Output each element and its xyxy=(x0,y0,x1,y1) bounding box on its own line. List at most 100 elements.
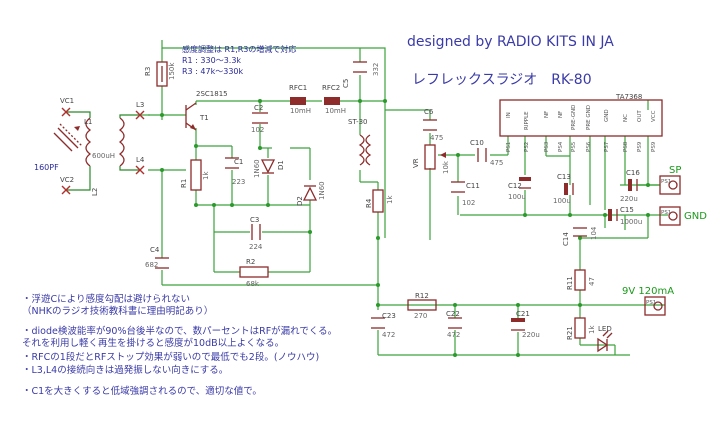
label-c2-ref: C2 xyxy=(254,104,263,112)
ic-pin-num: PS9 xyxy=(651,141,657,152)
ic-ta7368 xyxy=(499,99,663,137)
label-r2-ref: R2 xyxy=(246,258,255,266)
label-c11-ref: C11 xyxy=(466,182,480,190)
model-title: レフレックスラジオ RK-80 xyxy=(412,72,592,88)
label-vr-value: 10k xyxy=(442,160,450,174)
label-l4: L4 xyxy=(136,156,145,164)
label-c1-ref: C1 xyxy=(234,158,243,166)
label-l1: L1 xyxy=(84,118,92,126)
variable-capacitor-vc1 xyxy=(53,123,83,152)
inductor-rfc1 xyxy=(290,97,306,105)
label-c22-ref: C22 xyxy=(446,310,460,318)
note-line-7: ・C1を大きくすると低域強調されるので、適切な値で。 xyxy=(22,385,262,397)
text-labels: designed by RADIO KITS IN JA レフレックスラジオ R… xyxy=(22,34,707,397)
note-line-4: それを利用し軽く再生を掛けると感度が10dB以上よくなる。 xyxy=(22,337,284,349)
ic-pin-name: NF xyxy=(558,111,564,118)
antenna-wires xyxy=(66,111,140,191)
label-c21-ref: C21 xyxy=(516,310,530,318)
note-sensitivity-1: 感度調整は R1,R3の増減で対応 xyxy=(182,44,296,54)
note-line-3: ・diode検波能率が90%台後半なので、数パーセントはRFが漏れでくる。 xyxy=(22,325,337,337)
ic-pin-name: IN xyxy=(506,112,512,118)
label-c1-value: 223 xyxy=(232,178,245,186)
label-r12-value: 270 xyxy=(414,312,427,320)
ic-pin-num: PS4 xyxy=(558,141,564,152)
ic-pin-name: VCC xyxy=(651,110,657,122)
coil-l1 xyxy=(85,117,92,167)
inductor-rfc2 xyxy=(324,97,340,105)
ic-pin-name: NF xyxy=(544,111,550,118)
label-c21-value: 220u xyxy=(522,331,540,339)
ic-pin-name: PRE GND xyxy=(586,105,592,130)
junction-dots xyxy=(160,99,650,357)
label-power: 9V 120mA xyxy=(622,286,674,297)
coil-l2 xyxy=(118,117,125,167)
label-c3-value: 224 xyxy=(249,243,263,251)
transformer-st30 xyxy=(358,134,372,166)
resistor-r4 xyxy=(372,189,384,213)
label-r11-value: 47 xyxy=(588,277,596,286)
ic-pin-name: NC xyxy=(623,114,629,122)
diode-d1 xyxy=(260,159,276,174)
capacitor-c1 xyxy=(225,157,239,169)
label-rfc1-ref: RFC1 xyxy=(289,84,307,92)
ic-pin-num: PS9 xyxy=(637,141,643,152)
capacitor-c23 xyxy=(371,317,385,329)
label-c23-value: 472 xyxy=(382,331,395,339)
resistor-r21 xyxy=(574,317,586,339)
note-line-6: ・L3,L4の接続向きは過発振しない向きにする。 xyxy=(22,364,228,376)
label-r1-ref: R1 xyxy=(180,179,188,188)
potentiometer-vr xyxy=(424,144,446,170)
ic-pin-num: PS7 xyxy=(604,141,610,152)
label-c5-ref: C5 xyxy=(342,79,350,88)
label-c13-ref: C13 xyxy=(557,173,571,181)
label-q1-part: 2SC1815 xyxy=(196,90,228,98)
capacitor-c21 xyxy=(511,318,525,331)
terminal-power xyxy=(644,296,666,316)
ic-pin-name: GND xyxy=(604,109,610,122)
terminal-gnd xyxy=(659,206,681,226)
capacitor-c12 xyxy=(519,177,531,189)
capacitor-c15 xyxy=(608,209,618,221)
label-r11-ref: R11 xyxy=(566,276,574,290)
label-r12-ref: R12 xyxy=(415,292,429,300)
label-d1-ref: D1 xyxy=(277,160,285,170)
ic-pin-name: OUT xyxy=(637,110,643,122)
capacitor-c2 xyxy=(252,112,268,124)
label-r3-value: 150k xyxy=(168,62,176,80)
resistor-r2 xyxy=(239,266,269,278)
label-r3-ref: R3 xyxy=(144,67,152,76)
label-c12-ref: C12 xyxy=(508,182,522,190)
label-sp: SP xyxy=(669,165,681,176)
label-c2-value: 102 xyxy=(251,126,264,134)
label-power-pin: PS1 xyxy=(646,300,656,306)
label-vc1: VC1 xyxy=(60,97,74,105)
note-sensitivity-2: R1 : 330〜3.3k xyxy=(182,56,241,65)
label-sp-pin: PS1 xyxy=(661,179,671,185)
ic-pin-name: PRE-GND xyxy=(571,105,577,130)
ic-pin-num: PS2 xyxy=(524,142,530,152)
label-q1-ref: T1 xyxy=(199,114,209,122)
label-rfc2-value: 10mH xyxy=(325,107,346,115)
capacitor-c3 xyxy=(251,224,261,240)
note-line-5: ・RFCの1段だとRFストップ効果が弱いので最低でも2段。(ノウハウ) xyxy=(22,351,319,363)
label-rfc2-ref: RFC2 xyxy=(322,84,340,92)
label-l2: L2 xyxy=(91,188,99,196)
label-st30: ST-30 xyxy=(348,118,368,126)
label-c14-ref: C14 xyxy=(562,232,570,246)
ic-pin-num: PS5 xyxy=(571,141,577,152)
resistor-r1 xyxy=(190,159,202,191)
ic-name: TA7368 xyxy=(615,93,642,101)
label-c6-ref: C6 xyxy=(424,108,434,116)
capacitor-c10 xyxy=(477,148,487,162)
diode-d2 xyxy=(302,185,318,201)
ic-pin-num: PS3 xyxy=(544,141,550,152)
label-c15-value: 1000u xyxy=(620,218,642,226)
label-l3: L3 xyxy=(136,101,144,109)
label-c14-value: 104 xyxy=(590,226,598,240)
label-c12-value: 100u xyxy=(508,193,526,201)
label-c13-value: 100u xyxy=(553,197,571,205)
label-c10-value: 475 xyxy=(490,159,503,167)
x-markers xyxy=(61,107,145,195)
label-gnd: GND xyxy=(684,211,707,222)
